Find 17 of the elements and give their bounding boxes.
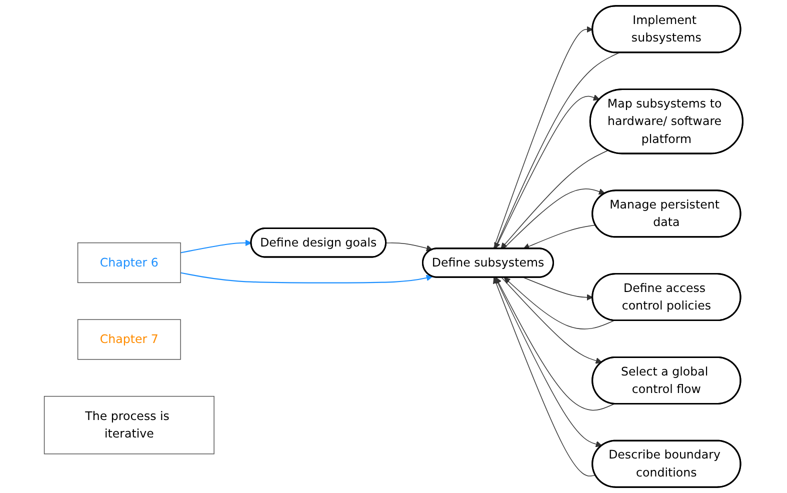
node-box: Chapter 6 [77, 242, 181, 284]
arrow [493, 277, 596, 476]
arrow [504, 277, 615, 330]
arrow [493, 26, 594, 250]
node-box: Chapter 7 [77, 319, 181, 360]
arrow [494, 94, 600, 250]
node-box: The process is iterative [44, 396, 214, 454]
arrow [180, 272, 433, 284]
arrow [494, 52, 620, 249]
arrow [523, 277, 594, 301]
arrow [523, 224, 596, 250]
arrow [496, 277, 615, 411]
arrow [500, 150, 608, 249]
arrow [180, 240, 252, 254]
arrow [501, 277, 602, 364]
arrow [494, 277, 602, 448]
arrow [386, 242, 433, 252]
